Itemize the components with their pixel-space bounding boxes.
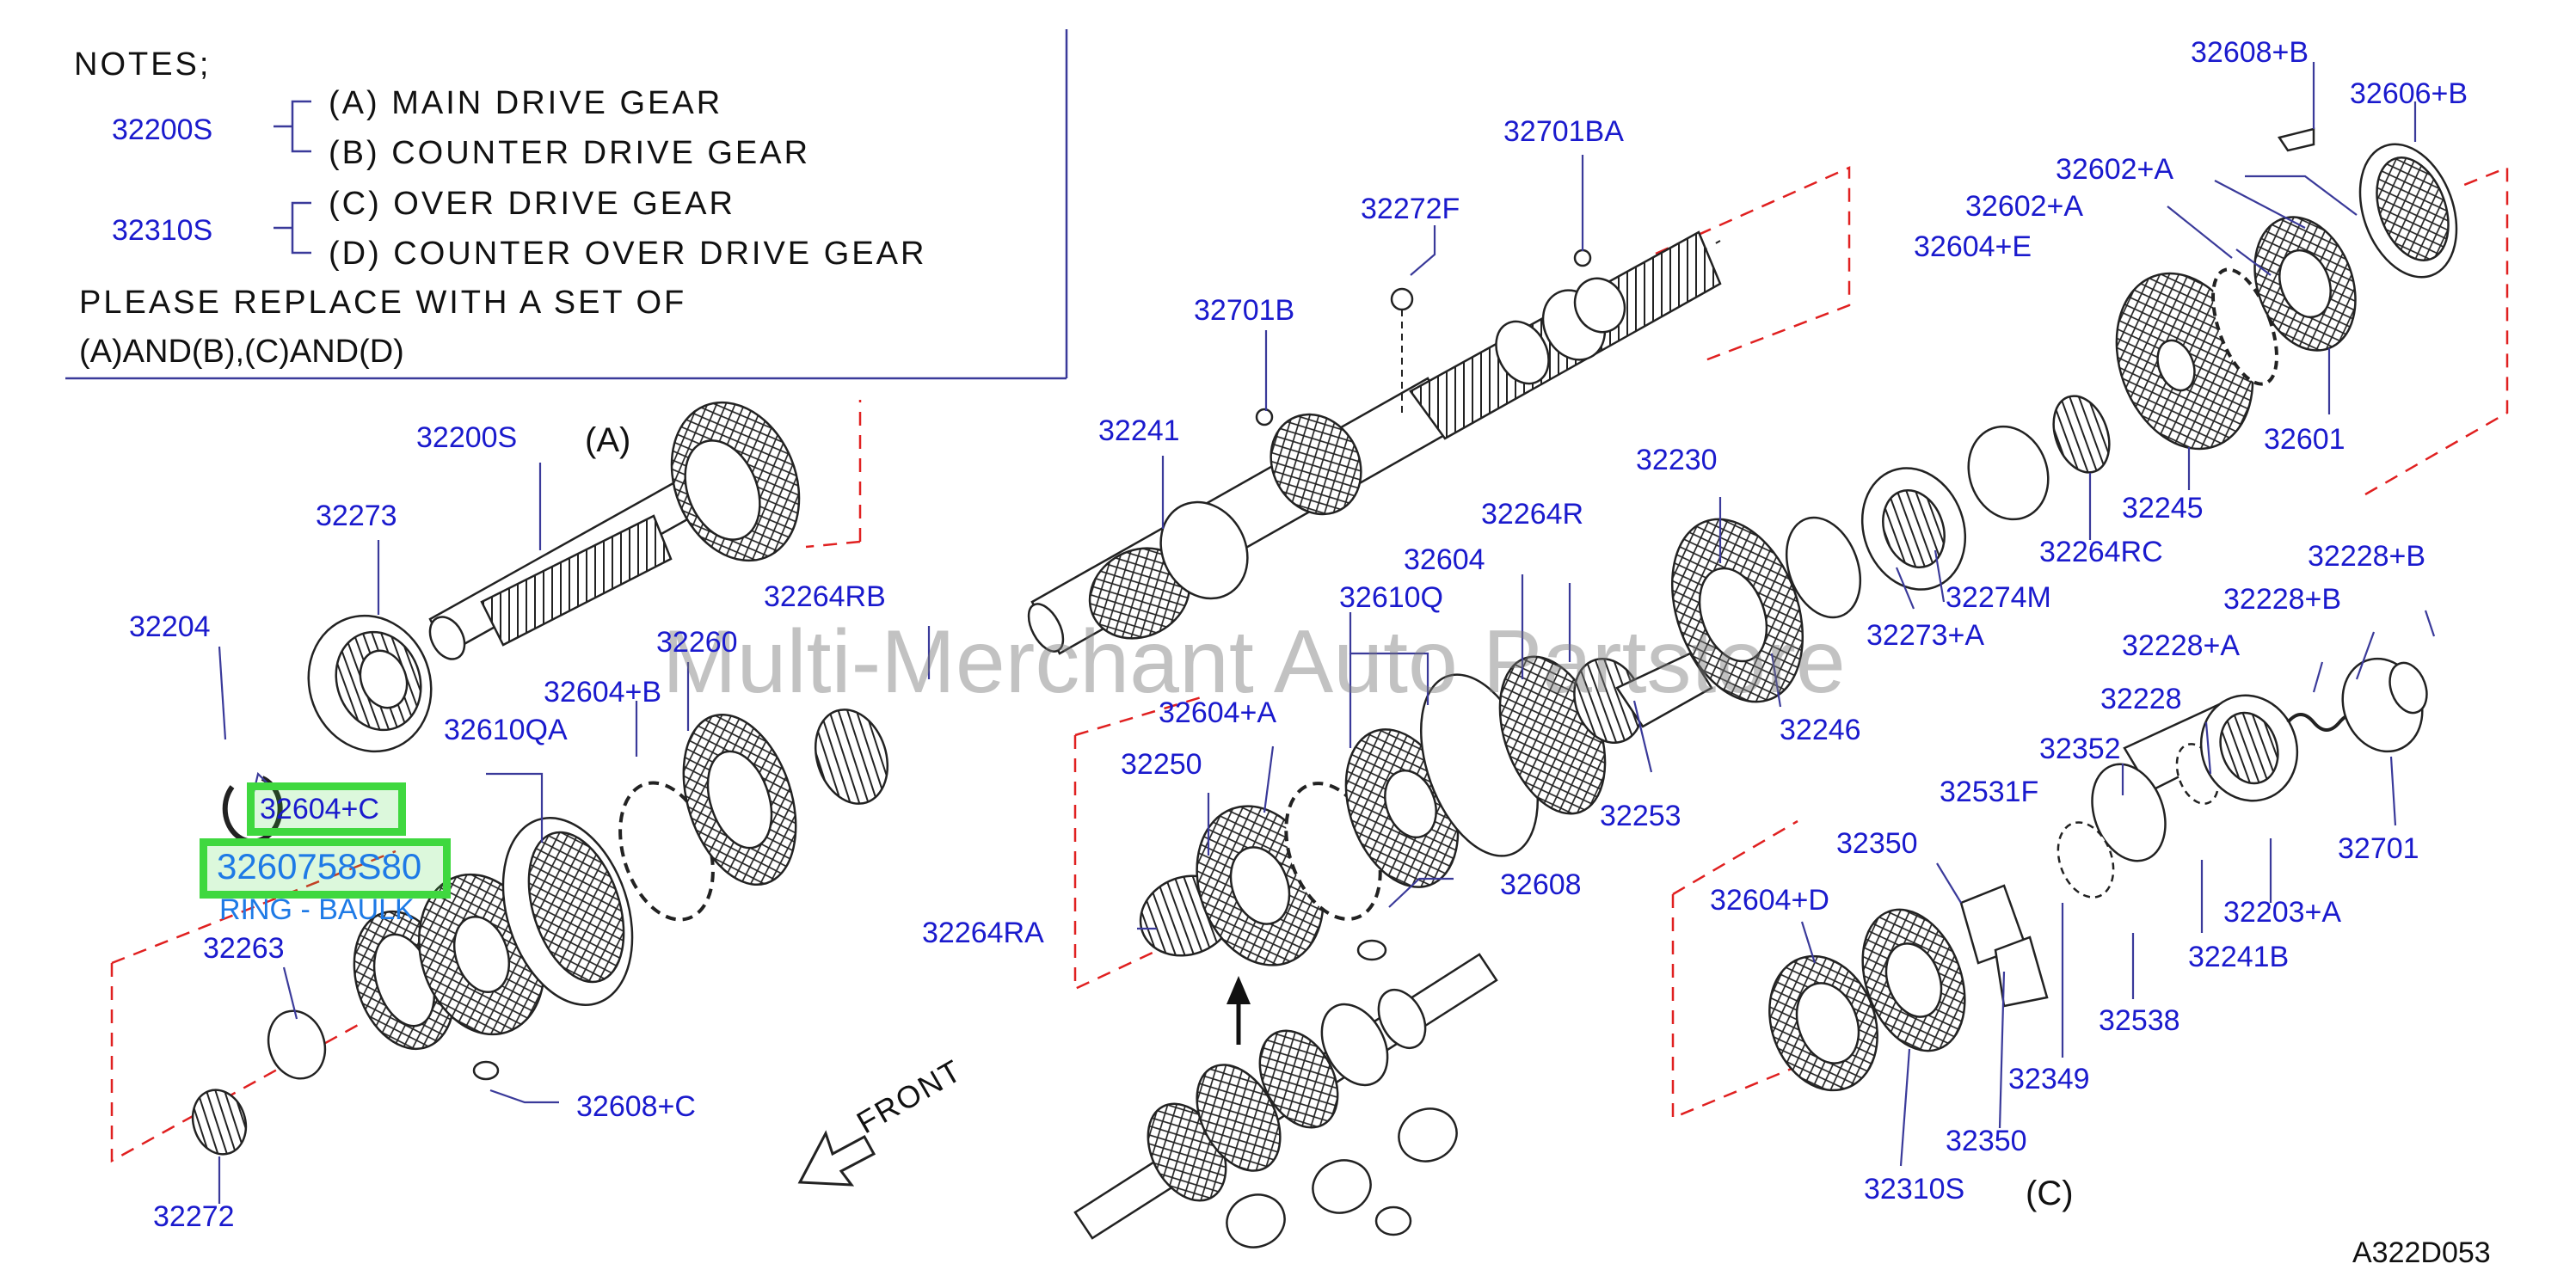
part-callout[interactable]: 32272 (153, 1200, 235, 1233)
assembly-up-arrow (1227, 976, 1251, 1045)
part-callout[interactable]: 32264RA (922, 917, 1044, 949)
part-callout[interactable]: 32602+A (1965, 190, 2084, 223)
part-callout[interactable]: 32608+B (2191, 36, 2309, 69)
selected-code-label[interactable]: 32604+C (260, 793, 379, 825)
main-shaft-32241 (1027, 230, 1722, 655)
part-callout[interactable]: 32604+E (1914, 230, 2032, 263)
part-callout[interactable]: 32228+B (2308, 540, 2426, 573)
part-callout[interactable]: 32204 (129, 610, 211, 643)
watermark: Multi-Merchant Auto Partstore (662, 612, 1846, 712)
front-arrow (797, 1130, 876, 1187)
part-callout[interactable]: 32203+A (2223, 896, 2342, 929)
part-callout[interactable]: 32273+A (1866, 619, 1985, 652)
part-callout[interactable]: 32610QA (444, 714, 568, 746)
part-callout[interactable]: 32264R (1481, 498, 1584, 531)
part-callout[interactable]: 32604+D (1710, 884, 1829, 917)
part-callout[interactable]: 32273 (316, 500, 397, 532)
part-callout[interactable]: 32246 (1780, 714, 1861, 746)
assembly-inset (1073, 953, 1498, 1248)
part-callout[interactable]: 32352 (2039, 733, 2121, 765)
notes-replace-line: PLEASE REPLACE WITH A SET OF (79, 285, 687, 321)
part-callout[interactable]: 32274M (1946, 581, 2051, 614)
selected-part-description: RING - BAULK (219, 893, 415, 926)
part-callout[interactable]: 32245 (2122, 492, 2204, 525)
selected-part-number-highlight[interactable] (200, 838, 451, 899)
part-callout[interactable]: 32701BA (1503, 115, 1624, 148)
part-callout[interactable]: 32272F (1361, 193, 1460, 225)
notes-item-c: (C) OVER DRIVE GEAR (329, 186, 735, 222)
part-callout[interactable]: 32538 (2099, 1004, 2180, 1037)
part-callout[interactable]: 32200S (416, 421, 518, 454)
notes-item-b: (B) COUNTER DRIVE GEAR (329, 135, 811, 171)
letter-a-marker: (A) (585, 421, 631, 459)
notes-set-line: (A)AND(B),(C)AND(D) (79, 334, 404, 370)
part-callout[interactable]: 32263 (203, 932, 285, 965)
part-callout[interactable]: 32608+C (576, 1090, 696, 1123)
notes-frame (65, 29, 1068, 380)
part-callout[interactable]: 32264RC (2039, 536, 2163, 568)
part-callout[interactable]: 32228+B (2223, 583, 2342, 616)
part-callout[interactable]: 32230 (1636, 444, 1718, 476)
part-callout[interactable]: 32253 (1600, 800, 1681, 832)
part-callout[interactable]: 32350 (1946, 1125, 2027, 1157)
left-gear-group (191, 709, 889, 1156)
part-callout[interactable]: 32610Q (1339, 581, 1443, 614)
diagram-id: A322D053 (2352, 1236, 2491, 1269)
part-callout[interactable]: 32264RB (764, 580, 886, 613)
part-callout[interactable]: 32604+B (544, 676, 662, 709)
part-callout[interactable]: 32349 (2008, 1063, 2090, 1095)
part-callout[interactable]: 32604 (1404, 543, 1485, 576)
selected-code-highlight[interactable] (247, 782, 406, 836)
right-bottom-gear-group (1768, 657, 2428, 1092)
bearing-32273 (307, 614, 433, 753)
part-callout[interactable]: 32602+A (2056, 153, 2174, 186)
part-callout[interactable]: 32608 (1500, 868, 1582, 901)
main-drive-gear-32200S (428, 401, 801, 660)
part-callout[interactable]: 32604+A (1159, 696, 1277, 729)
part-callout[interactable]: 32310S (1864, 1173, 1965, 1205)
notes-title: NOTES; (74, 46, 212, 83)
part-callout[interactable]: 32606+B (2350, 77, 2468, 110)
part-callout[interactable]: 32241 (1098, 414, 1180, 447)
part-callout[interactable]: 32260 (656, 626, 738, 659)
notes-group-a-code[interactable]: 32200S (112, 113, 213, 146)
part-callout[interactable]: 32350 (1836, 827, 1918, 860)
part-callout[interactable]: 32250 (1121, 748, 1202, 781)
center-gear-group (1139, 395, 2111, 966)
part-callout[interactable]: 32531F (1940, 776, 2039, 808)
notes-item-d: (D) COUNTER OVER DRIVE GEAR (329, 236, 927, 272)
part-callout[interactable]: 32701B (1194, 294, 1295, 327)
notes-item-a: (A) MAIN DRIVE GEAR (329, 85, 723, 121)
part-callout[interactable]: 32228 (2100, 683, 2182, 715)
leader-lines (218, 62, 2436, 1204)
letter-c-marker: (C) (2026, 1175, 2074, 1212)
selected-part-number[interactable]: 3260758S80 (217, 846, 422, 886)
part-callout[interactable]: 32241B (2188, 941, 2290, 973)
part-callout[interactable]: 32601 (2264, 423, 2345, 456)
right-top-gear-group (2115, 127, 2458, 451)
notes-group-c-code[interactable]: 32310S (112, 214, 213, 247)
part-callout[interactable]: 32701 (2338, 832, 2419, 865)
part-callout[interactable]: 32228+A (2122, 629, 2241, 662)
